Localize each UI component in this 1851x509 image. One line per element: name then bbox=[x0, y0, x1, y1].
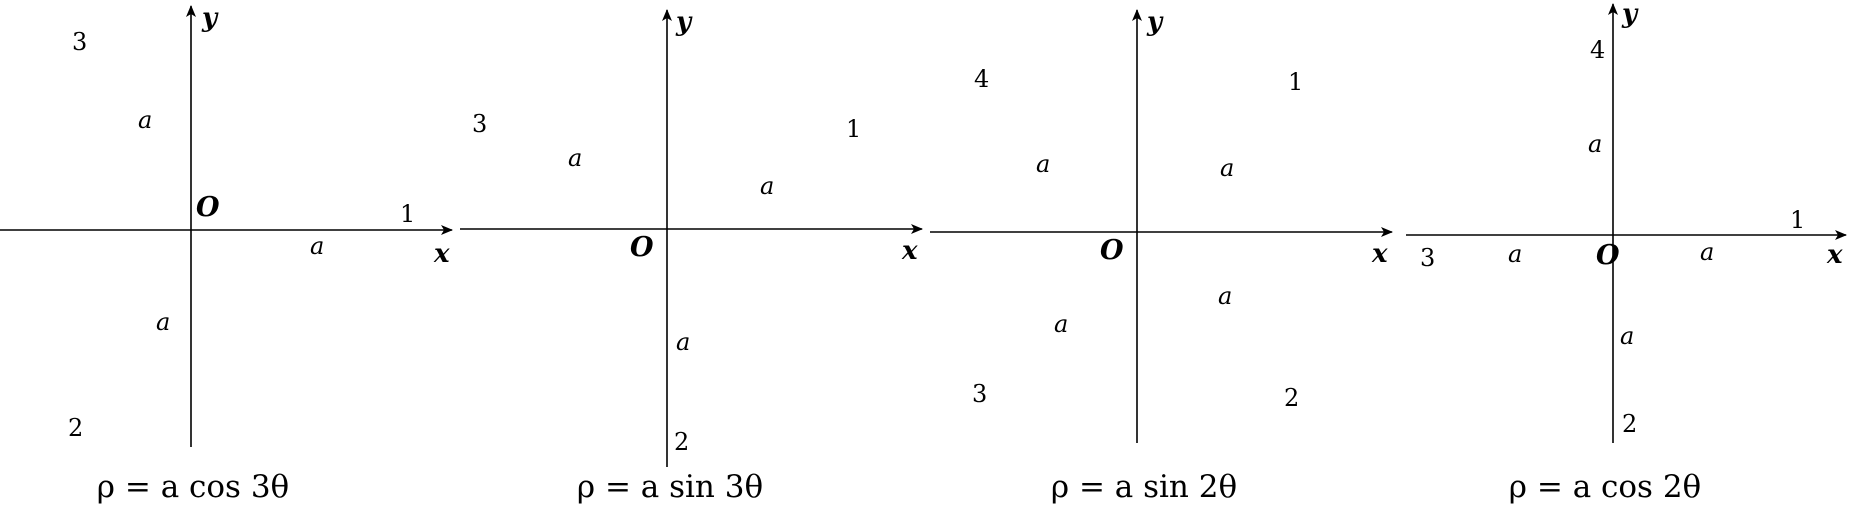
equation-caption: ρ = a cos 2θ bbox=[1509, 469, 1701, 505]
petal-length-label: a bbox=[1220, 154, 1234, 182]
petal-number-3: 3 bbox=[1420, 244, 1435, 272]
petal-length-label: a bbox=[1508, 240, 1522, 268]
petal-length-label: a bbox=[138, 106, 152, 134]
equation-caption: ρ = a sin 2θ bbox=[1051, 469, 1237, 505]
x-axis-label: x bbox=[433, 239, 450, 269]
petal-number-3: 3 bbox=[472, 110, 487, 138]
petal-number-2: 2 bbox=[1622, 410, 1637, 438]
petal-length-label: a bbox=[1036, 150, 1050, 178]
petal-number-4: 4 bbox=[974, 65, 989, 93]
petal-number-1: 1 bbox=[1790, 206, 1805, 234]
petal-length-label: a bbox=[310, 232, 324, 260]
petal-number-2: 2 bbox=[1284, 384, 1299, 412]
origin-label: O bbox=[1596, 240, 1620, 271]
y-axis-label: y bbox=[1621, 0, 1639, 29]
panel-sin2theta: x y O 1 2 3 4 a a a a ρ = a sin 2θ bbox=[930, 7, 1393, 505]
origin-label: O bbox=[630, 232, 654, 263]
panel-cos2theta: x y O 1 2 3 4 a a a a ρ = a cos 2θ bbox=[1406, 0, 1847, 505]
petal-number-2: 2 bbox=[674, 428, 689, 456]
panel-cos3theta: x y O 1 2 3 a a a ρ = a cos 3θ bbox=[0, 3, 453, 505]
y-axis-label: y bbox=[1146, 7, 1164, 37]
x-axis-label: x bbox=[1826, 240, 1843, 270]
y-axis-label: y bbox=[675, 7, 693, 37]
petal-number-1: 1 bbox=[846, 115, 861, 143]
petal-length-label: a bbox=[676, 328, 690, 356]
petal-length-label: a bbox=[1620, 322, 1634, 350]
x-axis-label: x bbox=[1371, 239, 1388, 269]
petal-number-1: 1 bbox=[400, 200, 415, 228]
petal-length-label: a bbox=[760, 172, 774, 200]
equation-caption: ρ = a cos 3θ bbox=[97, 469, 289, 505]
petal-length-label: a bbox=[1054, 310, 1068, 338]
x-axis-label: x bbox=[901, 236, 918, 266]
equation-caption: ρ = a sin 3θ bbox=[577, 469, 763, 505]
petal-length-label: a bbox=[1700, 238, 1714, 266]
petal-number-1: 1 bbox=[1288, 68, 1303, 96]
petal-number-4: 4 bbox=[1590, 36, 1605, 64]
petal-length-label: a bbox=[1588, 130, 1602, 158]
origin-label: O bbox=[1100, 235, 1124, 266]
petal-number-3: 3 bbox=[72, 28, 87, 56]
petal-length-label: a bbox=[156, 308, 170, 336]
petal-length-label: a bbox=[568, 144, 582, 172]
origin-label: O bbox=[196, 192, 220, 223]
y-axis-label: y bbox=[201, 3, 219, 33]
petal-number-3: 3 bbox=[972, 380, 987, 408]
petal-number-2: 2 bbox=[68, 414, 83, 442]
petal-length-label: a bbox=[1218, 282, 1232, 310]
panel-sin3theta: x y O 1 2 3 a a a ρ = a sin 3θ bbox=[460, 7, 923, 505]
